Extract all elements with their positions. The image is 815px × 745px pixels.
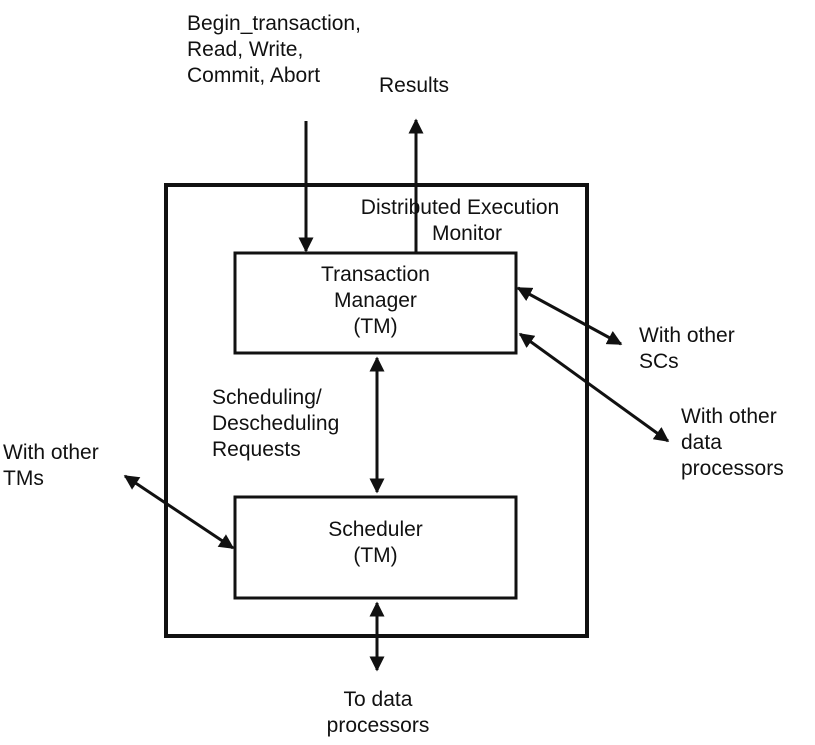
transaction-manager-box (233, 251, 518, 355)
monitor-line-2: Monitor (431, 222, 503, 245)
other-tms-line-2: TMs (3, 467, 44, 490)
tm-line-3: (TM) (353, 315, 398, 338)
other-scs-line-1: With other (639, 324, 735, 347)
scheduler-line-1: Scheduler (328, 518, 423, 541)
tm-line-2: Manager (334, 289, 417, 312)
other-scs-arrow (516, 286, 623, 346)
input-line-1: Begin_transaction, (187, 12, 361, 35)
other-data-processors-arrow (518, 332, 670, 443)
to-data-processors-label: To data processors (298, 687, 458, 739)
other-tms-line-1: With other (3, 441, 99, 464)
other-data-processors-label: With other data processors (681, 404, 784, 482)
to-dps-line-2: processors (326, 714, 430, 737)
scheduler-line-2: (TM) (353, 544, 398, 567)
other-tms-label: With other TMs (3, 440, 99, 492)
other-dps-line-1: With other (681, 405, 777, 428)
input-line-2: Read, Write, (187, 38, 304, 61)
to-dps-line-1: To data (343, 688, 413, 711)
other-dps-line-3: processors (681, 457, 784, 480)
tm-line-1: Transaction (321, 263, 430, 286)
results-label: Results (379, 74, 450, 97)
scheduler-box (233, 495, 518, 600)
scheduling-requests-label: Scheduling/ Descheduling Requests (212, 385, 339, 463)
input-operations-label: Begin_transaction, Read, Write, Commit, … (187, 11, 361, 89)
monitor-line-1: Distributed Execution (360, 196, 560, 219)
scheduler-label: Scheduler (TM) (235, 517, 516, 569)
scheduling-line-2: Descheduling (212, 412, 340, 435)
other-dps-line-2: data (681, 431, 722, 454)
scheduling-line-1: Scheduling/ (212, 386, 322, 409)
other-scs-line-2: SCs (639, 350, 679, 373)
monitor-label: Distributed Execution Monitor (325, 195, 595, 247)
other-scs-label: With other SCs (639, 323, 735, 375)
scheduling-line-3: Requests (212, 438, 301, 461)
input-line-3: Commit, Abort (187, 64, 321, 87)
other-tms-arrow (123, 474, 235, 550)
transaction-manager-label: Transaction Manager (TM) (235, 262, 516, 340)
